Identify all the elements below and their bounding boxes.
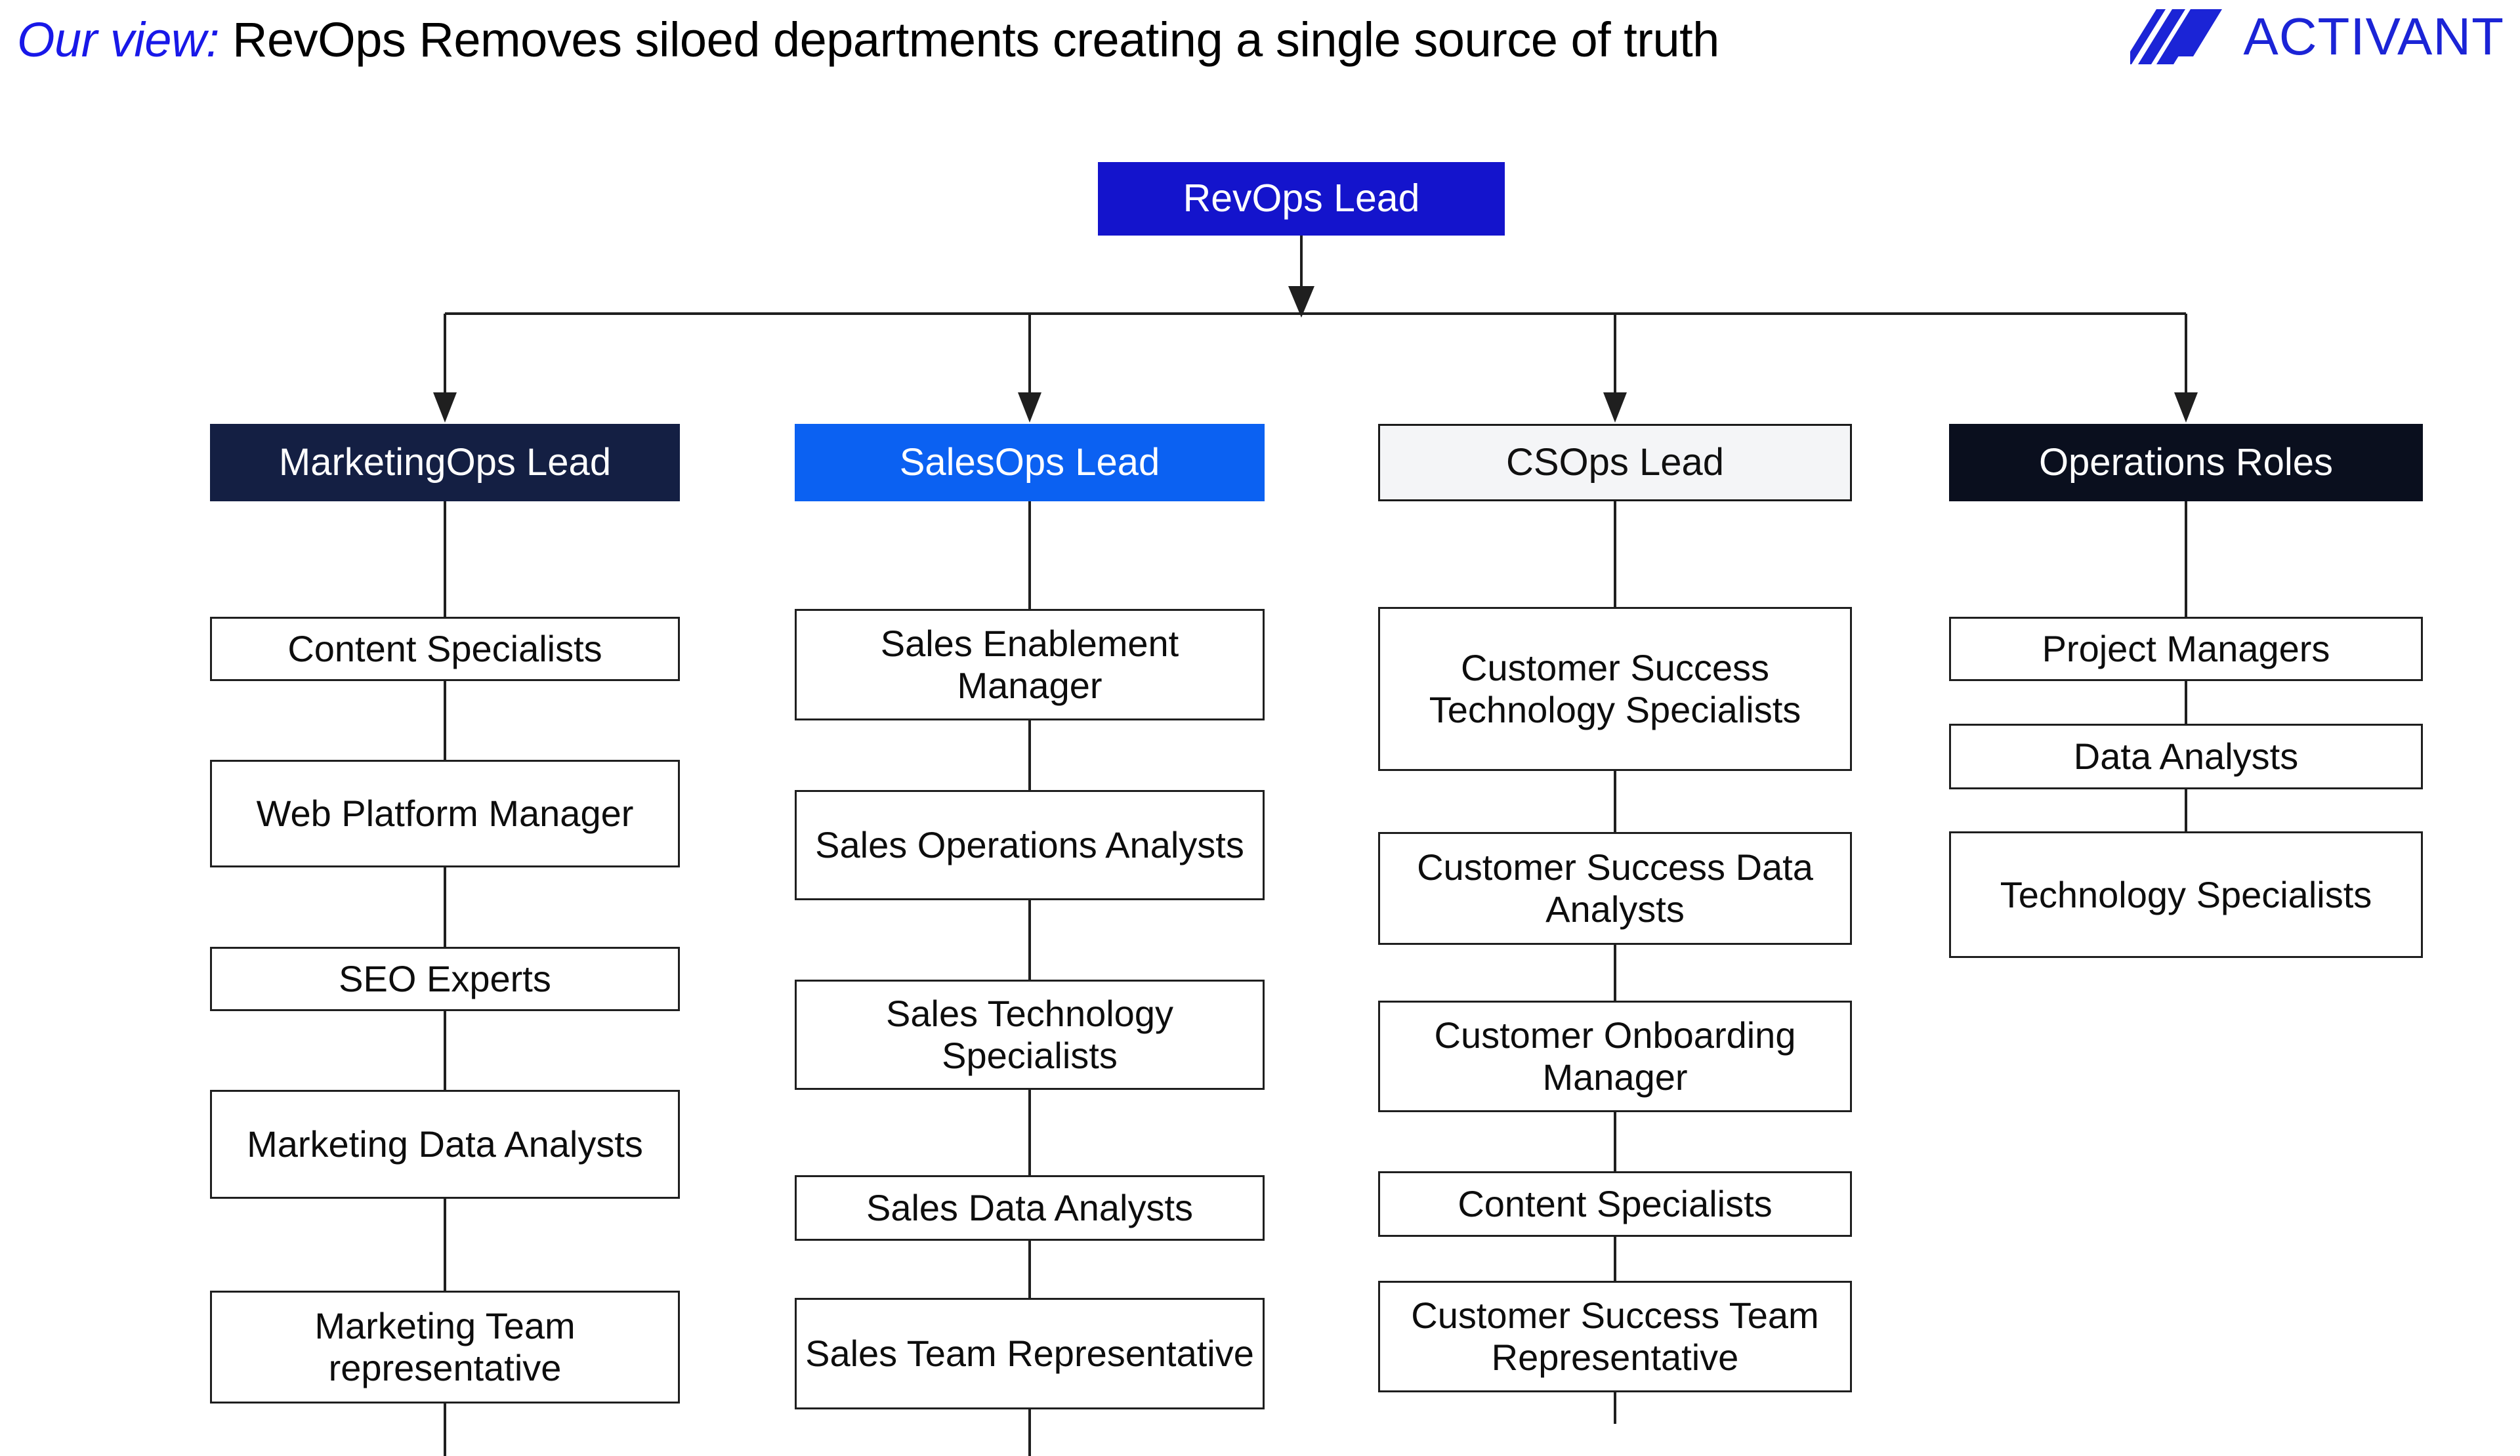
- activant-wordmark: ACTIVANT: [2243, 7, 2504, 66]
- node-label: Web Platform Manager: [256, 793, 634, 835]
- node-label: Sales Enablement Manager: [880, 623, 1179, 706]
- node-marketing-data-analysts[interactable]: Marketing Data Analysts: [210, 1090, 680, 1199]
- node-label: Content Specialists: [287, 628, 602, 670]
- node-csops-lead[interactable]: CSOps Lead: [1378, 424, 1852, 501]
- node-project-managers[interactable]: Project Managers: [1949, 617, 2423, 681]
- page-title-lead-in: Our view:: [17, 12, 220, 67]
- node-marketing-team-representative[interactable]: Marketing Team representative: [210, 1291, 680, 1404]
- activant-mark-icon: [2130, 9, 2223, 64]
- activant-logo: ACTIVANT: [2130, 3, 2504, 71]
- node-customer-success-technology-specialists[interactable]: Customer Success Technology Specialists: [1378, 607, 1852, 771]
- node-content-specialists-marketing[interactable]: Content Specialists: [210, 617, 680, 681]
- node-label: CSOps Lead: [1505, 440, 1725, 484]
- node-label: Sales Technology Specialists: [886, 993, 1173, 1076]
- node-sales-technology-specialists[interactable]: Sales Technology Specialists: [795, 980, 1265, 1090]
- node-label: Technology Specialists: [2000, 873, 2372, 915]
- page-title: Our view: RevOps Removes siloed departme…: [17, 4, 1719, 76]
- node-operations-roles[interactable]: Operations Roles: [1949, 424, 2423, 501]
- node-label: RevOps Lead: [1183, 177, 1420, 220]
- node-web-platform-manager[interactable]: Web Platform Manager: [210, 760, 680, 867]
- node-label: Operations Roles: [2038, 440, 2334, 484]
- node-sales-data-analysts[interactable]: Sales Data Analysts: [795, 1175, 1265, 1241]
- node-label: Customer Onboarding Manager: [1434, 1014, 1796, 1098]
- page-title-rest: RevOps Removes siloed departments creati…: [219, 12, 1719, 67]
- node-label: Content Specialists: [1458, 1183, 1773, 1225]
- node-data-analysts[interactable]: Data Analysts: [1949, 724, 2423, 789]
- node-label: Marketing Data Analysts: [247, 1123, 643, 1165]
- node-revops-lead[interactable]: RevOps Lead: [1098, 162, 1505, 236]
- node-salesops-lead[interactable]: SalesOps Lead: [795, 424, 1265, 501]
- node-label: Project Managers: [2042, 628, 2330, 670]
- node-marketingops-lead[interactable]: MarketingOps Lead: [210, 424, 680, 501]
- node-label: Sales Operations Analysts: [815, 824, 1244, 866]
- node-label: Marketing Team representative: [314, 1305, 576, 1388]
- node-sales-operations-analysts[interactable]: Sales Operations Analysts: [795, 790, 1265, 900]
- node-seo-experts[interactable]: SEO Experts: [210, 947, 680, 1011]
- node-label: Customer Success Technology Specialists: [1429, 647, 1801, 730]
- node-label: Customer Success Team Representative: [1411, 1295, 1819, 1378]
- node-technology-specialists[interactable]: Technology Specialists: [1949, 831, 2423, 958]
- node-customer-success-data-analysts[interactable]: Customer Success Data Analysts: [1378, 832, 1852, 945]
- node-label: Customer Success Data Analysts: [1417, 846, 1813, 930]
- node-label: SEO Experts: [339, 958, 551, 1000]
- node-label: SalesOps Lead: [899, 440, 1160, 484]
- node-label: Sales Team Representative: [805, 1333, 1254, 1375]
- node-label: MarketingOps Lead: [278, 440, 612, 484]
- node-sales-team-representative[interactable]: Sales Team Representative: [795, 1298, 1265, 1409]
- node-customer-success-team-representative[interactable]: Customer Success Team Representative: [1378, 1281, 1852, 1392]
- page-header: Our view: RevOps Removes siloed departme…: [0, 0, 2520, 79]
- node-label: Data Analysts: [2073, 736, 2299, 778]
- node-sales-enablement-manager[interactable]: Sales Enablement Manager: [795, 609, 1265, 720]
- node-content-specialists-cs[interactable]: Content Specialists: [1378, 1171, 1852, 1237]
- node-label: Sales Data Analysts: [866, 1187, 1194, 1229]
- node-customer-onboarding-manager[interactable]: Customer Onboarding Manager: [1378, 1001, 1852, 1112]
